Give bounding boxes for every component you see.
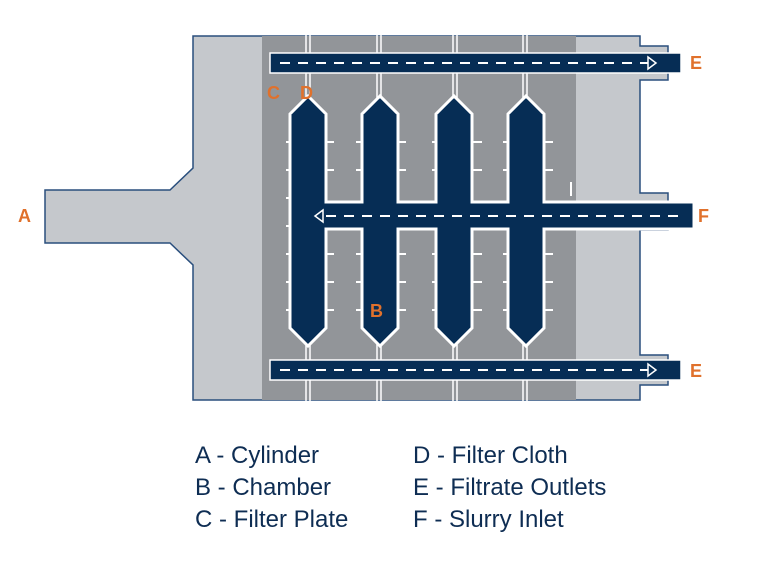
callout-a: A bbox=[18, 206, 31, 226]
callout-b: B bbox=[370, 301, 383, 321]
legend-right: D - Filter Cloth E - Filtrate Outlets F … bbox=[413, 440, 606, 536]
callout-e-top: E bbox=[690, 53, 702, 73]
legend-item-filter-cloth: D - Filter Cloth bbox=[413, 442, 568, 469]
filtrate-outlet-top bbox=[269, 52, 682, 74]
callout-f: F bbox=[698, 206, 709, 226]
legend-item-chamber: B - Chamber bbox=[195, 474, 332, 501]
filter-press-diagram: A B C D E E F bbox=[18, 35, 709, 401]
legend-item-filter-plate: C - Filter Plate bbox=[195, 506, 349, 533]
legend-item-cylinder: A - Cylinder bbox=[195, 442, 320, 469]
triangle-right-icon bbox=[647, 362, 658, 378]
callout-c: C bbox=[267, 83, 280, 103]
triangle-left-icon bbox=[313, 208, 324, 224]
flow-lines bbox=[280, 62, 686, 371]
legend-item-filtrate-outlets: E - Filtrate Outlets bbox=[413, 474, 607, 501]
chamber-network bbox=[288, 93, 696, 349]
legend-left: A - Cylinder B - Chamber C - Filter Plat… bbox=[195, 440, 348, 536]
filtrate-outlet-bottom bbox=[269, 359, 682, 381]
legend-item-slurry-inlet: F - Slurry Inlet bbox=[413, 506, 564, 533]
triangle-right-icon bbox=[647, 55, 658, 71]
callout-d: D bbox=[300, 83, 313, 103]
callout-e-bottom: E bbox=[690, 361, 702, 381]
